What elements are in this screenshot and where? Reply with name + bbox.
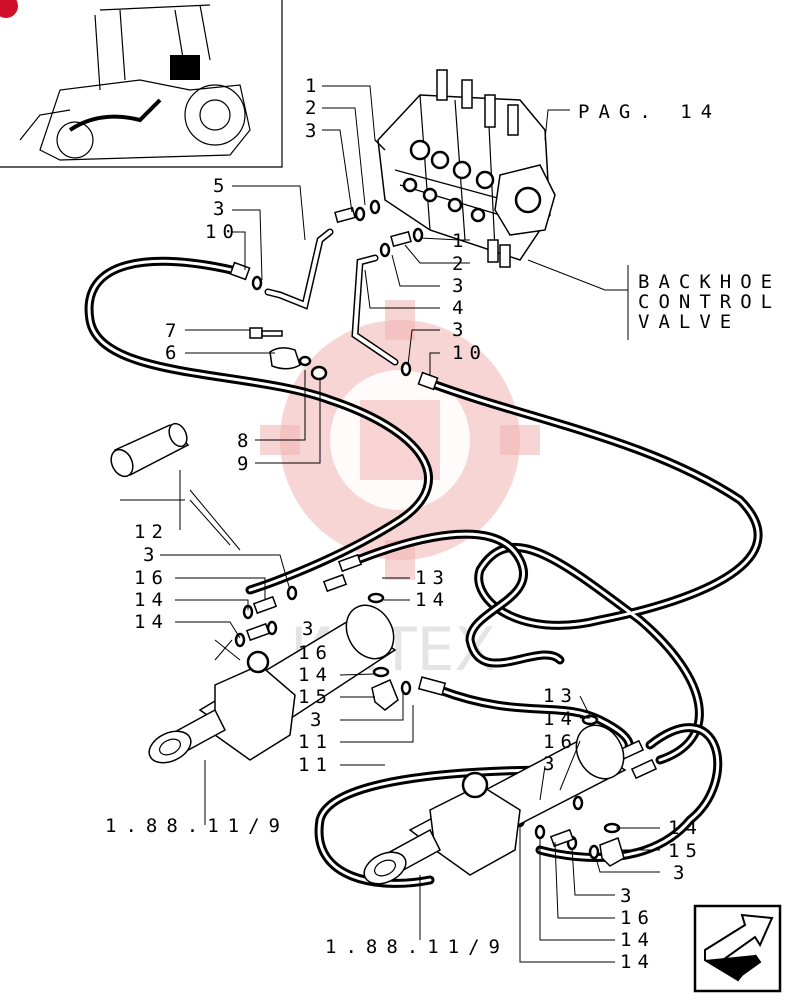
seal-rings [234,275,621,860]
label-ref-10-right: 10 [452,342,487,364]
label-ref-3-b: 3 [620,885,637,907]
label-ref-7: 7 [165,320,182,342]
valve-fittings [334,199,424,258]
label-ref-14-d: 14 [620,951,655,973]
tractor-backhoe-thumbnail [0,0,283,168]
leader-lines [120,85,660,963]
label-ref-3-lower: 3 [452,319,469,341]
label-ref-14-upper: 14 [415,589,450,611]
label-backhoe-line1: BACKHOE [638,271,781,293]
label-ref-16-b: 16 [620,907,655,929]
label-backhoe-line2: CONTROL [638,291,781,313]
label-ref-16-mid: 16 [298,642,333,664]
label-ref-14-a: 14 [134,589,169,611]
label-ref-14-r1: 14 [668,817,703,839]
label-cross-ref-upper: 1.88.11/9 [105,815,289,837]
label-ref-3-valve: 3 [305,120,322,142]
label-ref-4: 4 [452,297,469,319]
label-ref-12: 12 [134,521,169,543]
label-ref-3-r: 3 [673,862,690,884]
label-ref-16-lower: 16 [543,731,578,753]
label-ref-1-right: 1 [452,230,469,252]
label-cross-ref-lower: 1.88.11/9 [325,936,509,958]
label-ref-10-left: 10 [205,221,240,243]
clamp-6 [269,347,301,370]
label-ref-15-mid: 15 [298,686,333,708]
pin-12 [110,422,190,478]
label-ref-14-c: 14 [620,929,655,951]
hydraulic-cylinder-upper [148,604,397,764]
elbow-15-lower [599,837,625,867]
label-ref-2-valve: 2 [305,97,322,119]
hydraulic-hose-middle [340,529,565,668]
label-ref-3-mid: 3 [302,618,319,640]
label-ref-3-right: 3 [452,275,469,297]
rigid-pipe-4 [351,254,399,366]
label-ref-13-lower: 13 [543,685,578,707]
rigid-pipe-5 [264,228,334,310]
bolt-7 [249,327,283,339]
label-ref-2-right: 2 [452,253,469,275]
label-ref-14-mid: 14 [298,664,333,686]
label-backhoe-line3: VALVE [638,311,740,333]
hydraulic-hose-left [84,256,433,595]
label-ref-8: 8 [237,430,254,452]
label-ref-3-mid2: 3 [310,709,327,731]
label-ref-3-cyl: 3 [143,544,160,566]
label-ref-14-b: 14 [134,611,169,633]
backhoe-control-valve [374,69,556,268]
label-ref-3-lower-cyl: 3 [543,753,560,775]
label-ref-5: 5 [213,175,230,197]
label-ref-3-pipe: 3 [213,198,230,220]
label-ref-13-upper: 13 [415,567,450,589]
elbow-15-upper [371,678,399,711]
label-ref-16-a: 16 [134,567,169,589]
corner-badge [0,0,18,18]
label-ref-15-r: 15 [668,840,703,862]
hydraulic-cylinder-lower [363,724,627,885]
hydraulic-hose-lower-right [535,723,723,862]
label-page-ref: PAG. 14 [578,101,721,123]
label-ref-11-a: 11 [298,731,333,753]
label-ref-6: 6 [165,342,182,364]
hose-end-fittings [229,261,658,780]
label-ref-1-valve: 1 [305,75,322,97]
label-ref-14-lower: 14 [543,708,578,730]
next-page-arrow-icon[interactable] [693,904,782,993]
hydraulic-hose-right [425,378,763,765]
label-ref-9: 9 [237,453,254,475]
label-ref-11-b: 11 [298,754,333,776]
